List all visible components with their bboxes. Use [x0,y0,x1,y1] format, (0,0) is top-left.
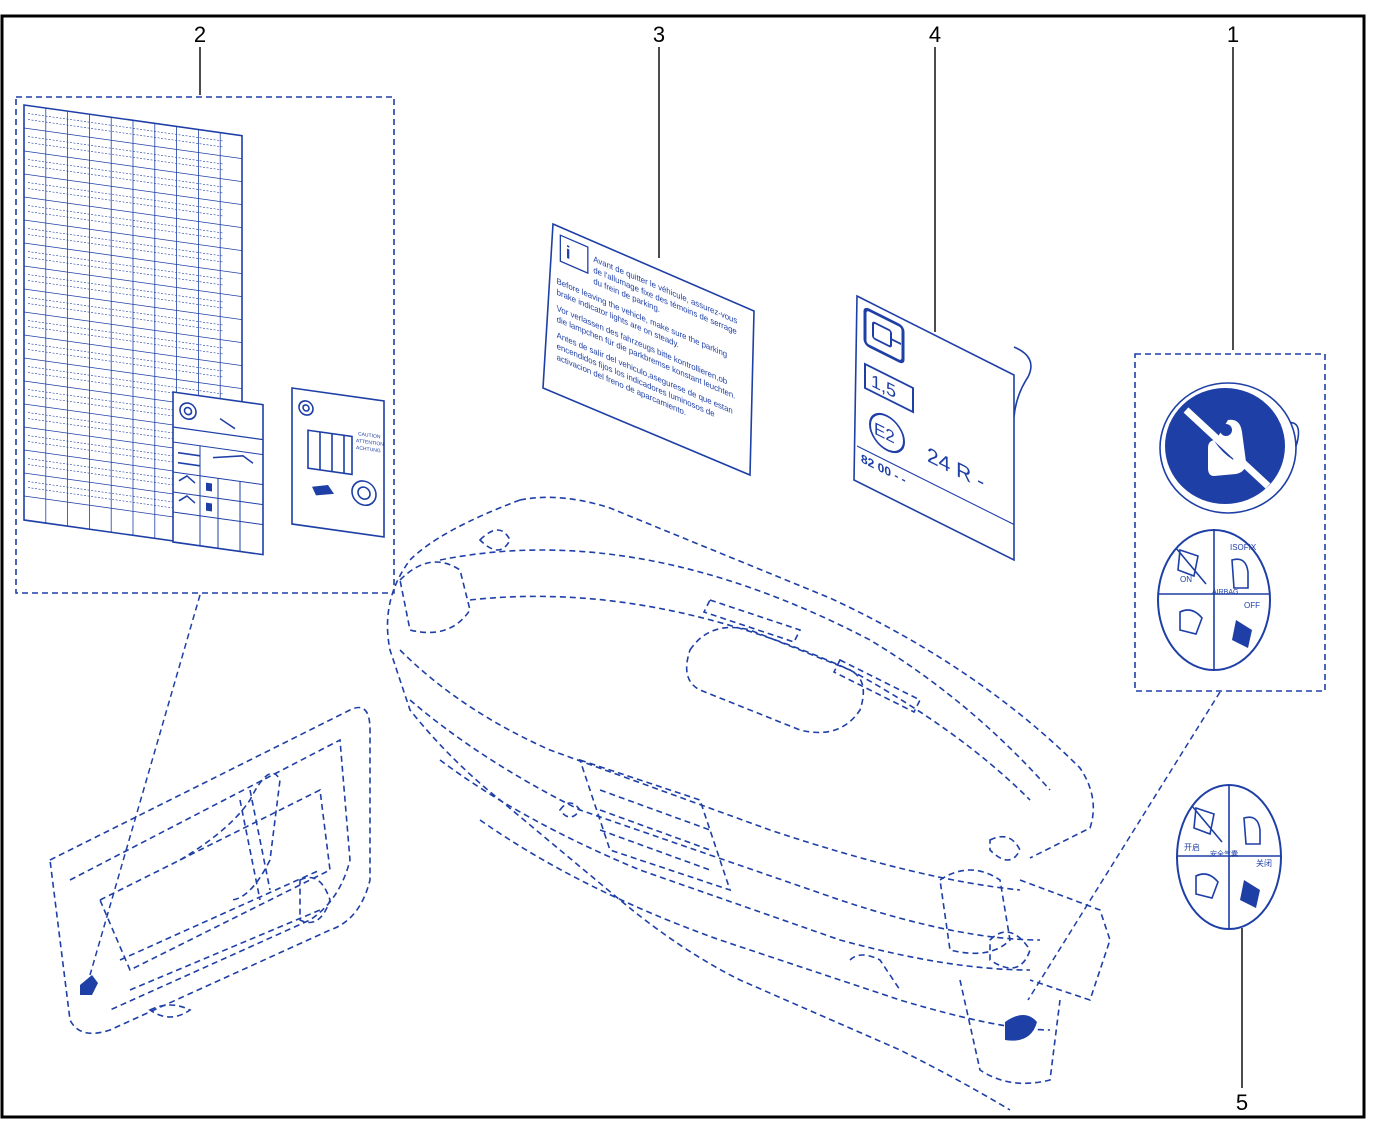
part-1-airbag-stickers: ON AIRBAG OFF ISOFIX [1134,353,1326,692]
callout-4[interactable]: 4 [929,22,941,332]
airbag-on-off-sticker: ON AIRBAG OFF ISOFIX [1157,529,1271,671]
callout-5[interactable]: 5 [1236,928,1248,1115]
part-4-homologation-label: 1,5 E2 24 R - 82 00 - - [853,294,1032,562]
sticker-off-text: OFF [1244,601,1260,610]
dashboard-assembly [386,496,1111,1111]
caution-text-2: ATTENTION [356,438,384,448]
caution-card: CAUTION ATTENTION ACHTUNG [291,387,385,538]
callout-2-number: 2 [194,22,206,47]
caution-text-1: CAUTION [358,431,381,440]
no-child-seat-sticker [1159,382,1300,514]
pictogram-card [172,391,264,556]
callout-1[interactable]: 1 [1227,22,1239,350]
callout-3-number: 3 [653,22,665,47]
callout-1-number: 1 [1227,22,1239,47]
sticker-isofix-text: ISOFIX [1230,543,1257,552]
cn-on-text: 开启 [1184,842,1200,852]
callout-4-number: 4 [929,22,941,47]
callout-5-number: 5 [1236,1090,1248,1115]
diagram-frame [0,14,1366,1119]
callout-3[interactable]: 3 [653,22,665,258]
leader-part-2 [89,594,201,976]
cn-airbag-text: 安全气囊 [1210,849,1238,858]
part-5-airbag-sticker-cn: 开启 安全气囊 关闭 [1176,784,1282,930]
callout-2[interactable]: 2 [194,22,206,95]
leader-part-1 [1027,691,1221,1001]
part-3-parking-brake-label: i Avant de quitter le véhicule, assurez-… [542,222,755,477]
svg-text:i: i [566,242,571,264]
part-2-label-sheet-group: CAUTION ATTENTION ACHTUNG [15,96,395,594]
sticker-on-text: ON [1180,575,1192,584]
cn-off-text: 关闭 [1256,858,1272,868]
caution-text-3: ACHTUNG [356,445,381,454]
door-panel-assembly [49,706,371,1035]
sticker-airbag-text: AIRBAG [1212,589,1238,596]
